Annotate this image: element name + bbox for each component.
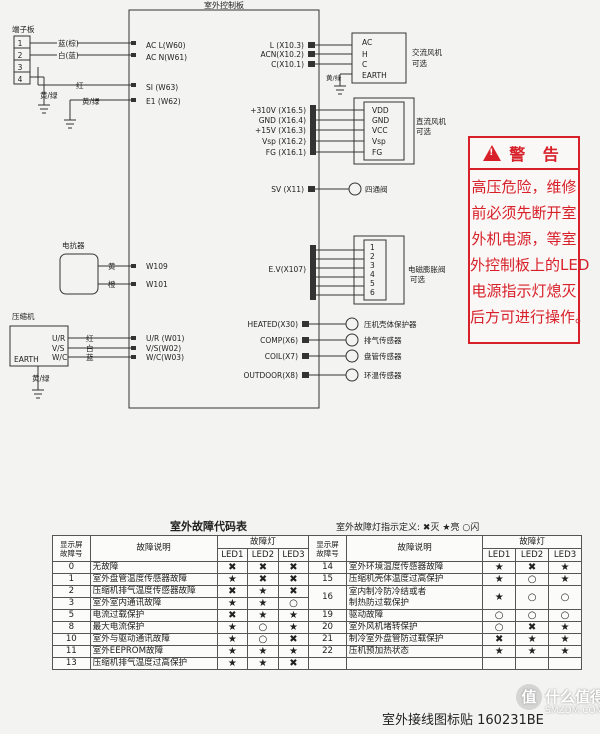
svg-text:四通阀: 四通阀	[365, 184, 388, 194]
svg-text:GND (X16.4): GND (X16.4)	[259, 116, 306, 125]
warning-triangle-icon: !	[483, 145, 502, 161]
svg-text:W/C(W03): W/C(W03)	[146, 353, 184, 362]
dc-fan-connector	[363, 101, 405, 161]
svg-text:EARTH: EARTH	[362, 71, 387, 80]
svg-text:黄/绿: 黄/绿	[82, 96, 100, 106]
svg-text:H: H	[362, 50, 368, 59]
svg-text:W/C: W/C	[52, 353, 67, 362]
svg-text:Vsp: Vsp	[372, 137, 386, 146]
svg-text:红: 红	[86, 333, 94, 343]
svg-text:E.V(X107): E.V(X107)	[268, 265, 306, 274]
svg-text:L (X10.3): L (X10.3)	[270, 41, 304, 50]
svg-text:5: 5	[370, 279, 375, 288]
svg-text:黄/绿: 黄/绿	[32, 373, 50, 383]
svg-text:ACN(X10.2): ACN(X10.2)	[260, 50, 304, 59]
svg-text:U/R: U/R	[52, 334, 65, 343]
svg-text:黄/绿: 黄/绿	[326, 73, 342, 82]
svg-text:2: 2	[370, 252, 375, 261]
svg-text:FG (X16.1): FG (X16.1)	[266, 148, 306, 157]
svg-text:蓝(棕): 蓝(棕)	[58, 38, 79, 48]
svg-text:交流风机: 交流风机	[412, 47, 442, 57]
svg-text:OUTDOOR(X8): OUTDOOR(X8)	[243, 371, 298, 380]
svg-text:排气传感器: 排气传感器	[364, 335, 402, 345]
svg-text:Vsp (X16.2): Vsp (X16.2)	[262, 137, 306, 146]
svg-text:1: 1	[18, 39, 23, 48]
svg-text:白(蓝): 白(蓝)	[58, 50, 79, 60]
svg-text:1: 1	[370, 243, 375, 252]
svg-text:W109: W109	[146, 262, 168, 271]
terminal-title: 端子板	[12, 24, 35, 34]
svg-text:6: 6	[370, 288, 375, 297]
wiring-diagram: 室外控制板 端子板 1 2 3 4 蓝(棕) 白(蓝) 红 黄/绿 黄/绿 AC…	[9, 0, 446, 409]
watermark-logo-icon: 值	[516, 684, 542, 710]
warning-title: 警 告	[509, 145, 565, 164]
svg-text:SV (X11): SV (X11)	[271, 185, 304, 194]
svg-text:环温传感器: 环温传感器	[364, 370, 402, 380]
svg-text:W101: W101	[146, 280, 168, 289]
svg-text:可选: 可选	[416, 126, 431, 136]
svg-text:直流风机: 直流风机	[416, 116, 446, 126]
fault-legend: 室外故障灯指示定义: ✖灭 ★亮 ○闪	[336, 523, 480, 533]
svg-text:AC L(W60): AC L(W60)	[146, 41, 186, 50]
svg-text:SI (W63): SI (W63)	[146, 83, 178, 92]
svg-text:C(X10.1): C(X10.1)	[271, 60, 304, 69]
svg-text:+15V (X16.3): +15V (X16.3)	[255, 126, 306, 135]
compressor-box	[9, 325, 69, 367]
svg-text:HEATED(X30): HEATED(X30)	[247, 320, 298, 329]
svg-text:2: 2	[18, 51, 23, 60]
reactor-title: 电抗器	[62, 240, 85, 250]
svg-text:黄: 黄	[108, 261, 116, 271]
footer-label: 室外接线图标贴 160231BE	[382, 713, 544, 728]
board-title: 室外控制板	[204, 0, 244, 10]
svg-text:盘管传感器: 盘管传感器	[364, 351, 402, 361]
svg-text:橙: 橙	[108, 279, 116, 289]
svg-text:4: 4	[370, 270, 375, 279]
svg-text:AC: AC	[362, 38, 372, 47]
svg-text:COMP(X6): COMP(X6)	[260, 336, 298, 345]
svg-text:可选: 可选	[412, 58, 427, 68]
fault-table-title: 室外故障代码表	[170, 520, 247, 533]
svg-text:压机壳体保护器: 压机壳体保护器	[364, 319, 417, 329]
ac-fan-connector	[351, 32, 407, 84]
svg-text:3: 3	[18, 63, 23, 72]
svg-text:V/S(W02): V/S(W02)	[146, 344, 181, 353]
warning-box: ! 警 告 高压危险，维修 前必须先断开室 外机电源，等室 外控制板上的LED …	[468, 136, 590, 344]
four-way-valve-symbol	[348, 182, 362, 196]
svg-text:电磁膨胀阀: 电磁膨胀阀	[408, 264, 446, 274]
svg-text:4: 4	[18, 75, 23, 84]
svg-text:FG: FG	[372, 148, 382, 157]
svg-text:E1 (W62): E1 (W62)	[146, 97, 181, 106]
watermark: 值 什么值得买 SMZDM.COM	[516, 684, 600, 724]
svg-text:COIL(X7): COIL(X7)	[265, 352, 298, 361]
svg-text:AC N(W61): AC N(W61)	[146, 53, 187, 62]
svg-text:可选: 可选	[410, 274, 425, 284]
svg-text:蓝: 蓝	[86, 352, 94, 362]
svg-text:VCC: VCC	[372, 126, 388, 135]
svg-text:3: 3	[370, 261, 375, 270]
svg-text:白: 白	[86, 343, 94, 353]
svg-text:U/R (W01): U/R (W01)	[146, 334, 184, 343]
reactor	[59, 253, 99, 295]
svg-text:GND: GND	[372, 116, 389, 125]
control-board	[128, 9, 320, 409]
svg-text:C: C	[362, 60, 367, 69]
svg-text:EARTH: EARTH	[14, 355, 39, 364]
compressor-title: 压缩机	[12, 311, 35, 321]
svg-text:V/S: V/S	[52, 344, 65, 353]
ev-connector	[363, 239, 387, 301]
svg-text:VDD: VDD	[372, 106, 389, 115]
svg-text:黄/绿: 黄/绿	[40, 90, 58, 100]
svg-text:红: 红	[76, 80, 84, 90]
svg-text:+310V (X16.5): +310V (X16.5)	[250, 106, 306, 115]
